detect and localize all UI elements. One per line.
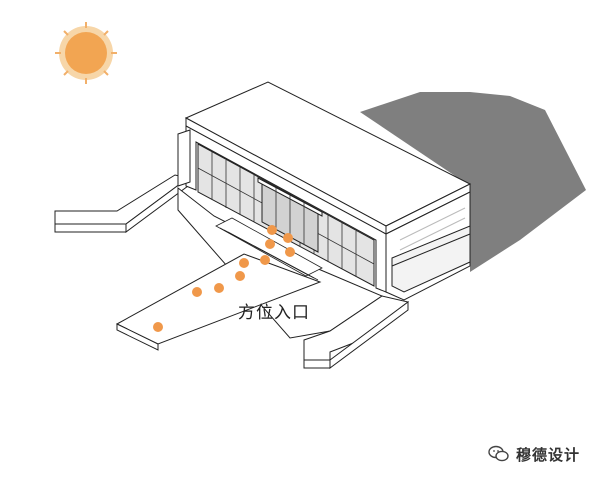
path-dot (267, 225, 277, 235)
path-dot (153, 322, 163, 332)
building (177, 81, 472, 301)
watermark: 穆德设计 (488, 443, 580, 465)
building-front-facade (185, 125, 387, 293)
path-dot (260, 255, 270, 265)
path-dot (192, 287, 202, 297)
left-ramp (54, 174, 190, 233)
path-dot (214, 283, 224, 293)
right-ramp (303, 295, 410, 369)
sun-icon (55, 22, 117, 84)
wechat-icon (488, 445, 509, 462)
path-dot (235, 271, 245, 281)
building-shadow (360, 92, 586, 272)
path-dot (239, 258, 249, 268)
path-dot (283, 233, 293, 243)
path-dot (265, 239, 275, 249)
watermark-text: 穆德设计 (516, 445, 581, 464)
entrance-path-dots (153, 225, 295, 332)
entrance-label: 方位入口 (238, 303, 310, 323)
path-dot (285, 247, 295, 257)
main-path (115, 253, 322, 351)
